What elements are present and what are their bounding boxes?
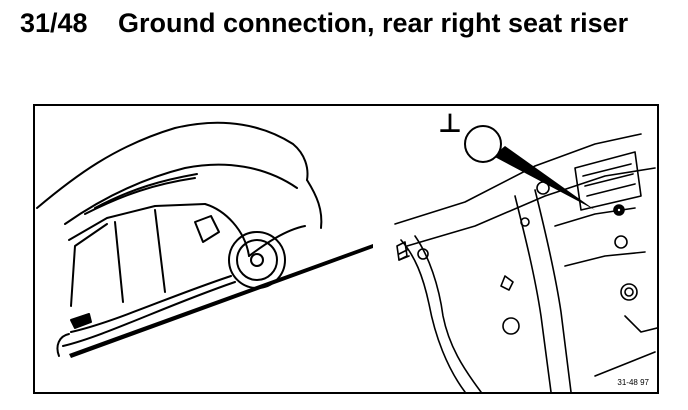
ground-symbol-icon: ⊥ xyxy=(438,109,462,139)
figure-frame: ⊥ 31-48 97 xyxy=(33,104,659,394)
detail-illustration xyxy=(394,133,657,392)
leader-line xyxy=(69,244,373,358)
section-number: 31/48 xyxy=(20,8,88,38)
figure-illustration xyxy=(36,121,657,392)
callout-wedge xyxy=(493,146,595,210)
figure-reference-code: 31-48 97 xyxy=(617,378,649,387)
heading: 31/48 Ground connection, rear right seat… xyxy=(20,6,670,40)
callout-circle xyxy=(464,125,502,163)
car-illustration xyxy=(36,121,323,357)
section-title: Ground connection, rear right seat riser xyxy=(118,8,629,38)
